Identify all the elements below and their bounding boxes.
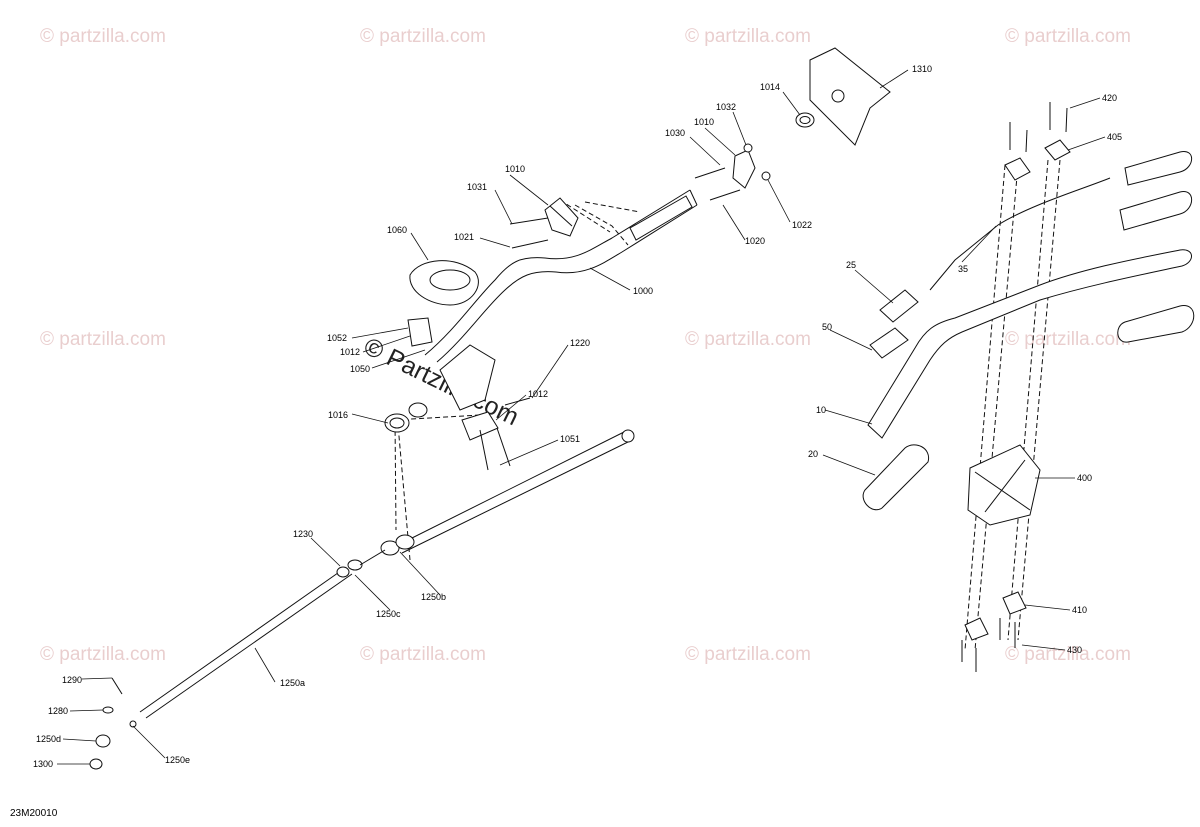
watermark: © partzilla.com bbox=[685, 329, 811, 350]
callout-1030: 1030 bbox=[665, 128, 685, 138]
handlebar-1000 bbox=[424, 189, 691, 356]
watermark: © partzilla.com bbox=[40, 644, 166, 665]
callout-420: 420 bbox=[1102, 93, 1117, 103]
watermark: © partzilla.com bbox=[685, 644, 811, 665]
callout-1250c: 1250c bbox=[376, 609, 401, 619]
callout-25: 25 bbox=[846, 260, 856, 270]
callout-1022: 1022 bbox=[792, 220, 812, 230]
watermark: © partzilla.com bbox=[1005, 26, 1131, 47]
watermark: © partzilla.com bbox=[40, 329, 166, 350]
callout-1050: 1050 bbox=[350, 364, 370, 374]
callout-1250a: 1250a bbox=[280, 678, 305, 688]
watermark: © partzilla.com bbox=[1005, 644, 1131, 665]
callout-1014: 1014 bbox=[760, 82, 780, 92]
drawing-id: 23M20010 bbox=[10, 808, 58, 819]
callout-1031: 1031 bbox=[467, 182, 487, 192]
callout-1060: 1060 bbox=[387, 225, 407, 235]
callout-430: 430 bbox=[1067, 645, 1082, 655]
callout-1250b: 1250b bbox=[421, 592, 446, 602]
callout-1052: 1052 bbox=[327, 333, 347, 343]
watermark: © partzilla.com bbox=[360, 644, 486, 665]
callout-1010: 1010 bbox=[694, 117, 714, 127]
callout-1010: 1010 bbox=[505, 164, 525, 174]
callout-1250d: 1250d bbox=[36, 734, 61, 744]
left-assembly bbox=[89, 47, 891, 770]
callout-1021: 1021 bbox=[454, 232, 474, 242]
callout-1012: 1012 bbox=[340, 347, 360, 357]
callout-1020: 1020 bbox=[745, 236, 765, 246]
callout-1000: 1000 bbox=[633, 286, 653, 296]
callout-1230: 1230 bbox=[293, 529, 313, 539]
watermark-center: © Partzilla.com bbox=[359, 332, 523, 431]
callout-1280: 1280 bbox=[48, 706, 68, 716]
callout-20: 20 bbox=[808, 449, 818, 459]
callout-1290: 1290 bbox=[62, 675, 82, 685]
handlebar-1000-edge bbox=[436, 204, 698, 363]
callout-1012: 1012 bbox=[528, 389, 548, 399]
watermark: © partzilla.com bbox=[685, 26, 811, 47]
callout-1032: 1032 bbox=[716, 102, 736, 112]
callout-1310: 1310 bbox=[912, 64, 932, 74]
callout-405: 405 bbox=[1107, 132, 1122, 142]
callout-1051: 1051 bbox=[560, 434, 580, 444]
callout-35: 35 bbox=[958, 264, 968, 274]
callout-1300: 1300 bbox=[33, 759, 53, 769]
watermark: © partzilla.com bbox=[360, 26, 486, 47]
callout-labels: 1310 1014 1032 1030 1010 1010 1022 1031 … bbox=[33, 64, 1122, 769]
callout-1220: 1220 bbox=[570, 338, 590, 348]
callout-1250e: 1250e bbox=[165, 755, 190, 765]
watermark: © partzilla.com bbox=[1005, 329, 1131, 350]
right-assembly bbox=[862, 102, 1195, 672]
leader-lines bbox=[57, 69, 1106, 765]
callout-10: 10 bbox=[816, 405, 826, 415]
callout-50: 50 bbox=[822, 322, 832, 332]
callout-1016: 1016 bbox=[328, 410, 348, 420]
callout-410: 410 bbox=[1072, 605, 1087, 615]
callout-400: 400 bbox=[1077, 473, 1092, 483]
watermark: © partzilla.com bbox=[40, 26, 166, 47]
